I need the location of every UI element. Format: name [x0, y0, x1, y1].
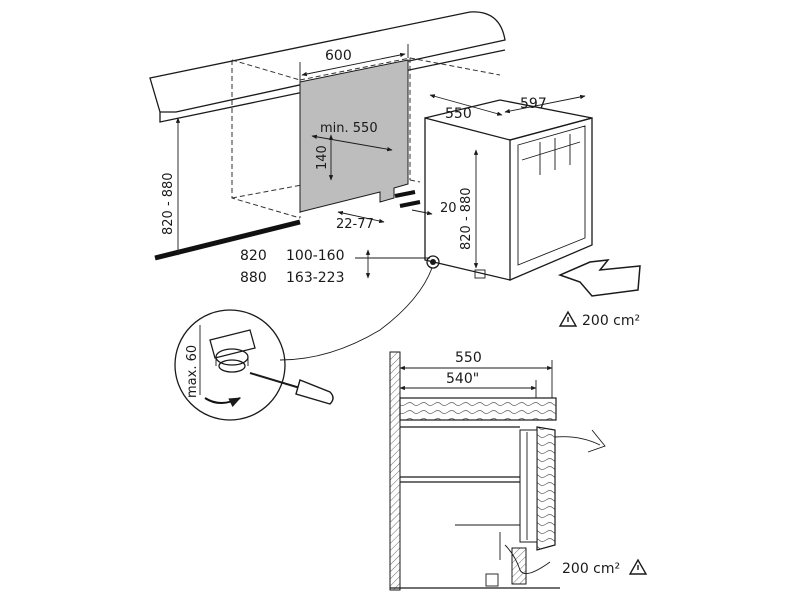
foot-row2-height: 880 [240, 270, 267, 286]
appliance-foot-core [430, 259, 436, 265]
appliance-front [509, 117, 593, 281]
niche-width-label: 600 [325, 48, 352, 64]
section-depth-label: 550 [455, 350, 482, 366]
section-foot [485, 573, 499, 587]
screwdriver-icon [249, 372, 334, 405]
appliance-width-dim [504, 94, 586, 114]
door-hinges [539, 134, 571, 175]
section-view [389, 351, 648, 591]
foot-row2-range: 163-223 [286, 270, 345, 286]
offset-label: 20 [440, 201, 457, 216]
appliance [424, 94, 593, 281]
foot-detail [174, 309, 334, 421]
vent-area-top-label: 200 cm² [582, 313, 640, 329]
plinth-gap-label: 22-77 [336, 217, 374, 232]
min-depth-dim [311, 134, 393, 152]
appliance-width-label: 597 [520, 96, 547, 112]
appliance-foot [426, 255, 440, 269]
detail-leader [279, 267, 433, 361]
appliance-depth-label: 550 [445, 106, 472, 122]
plinth-marks [394, 190, 421, 208]
airflow-arrow-icon [557, 259, 641, 297]
section-inner-label: 540" [446, 371, 479, 387]
floor-plinth [154, 219, 301, 261]
foot-max-label: max. 60 [185, 345, 200, 398]
appliance-height-label: 820 - 880 [459, 187, 474, 250]
niche-width-dim [301, 52, 406, 77]
isometric-view [149, 11, 641, 361]
air-in-arrow [504, 544, 551, 575]
foot-row1-height: 820 [240, 248, 267, 264]
detail-circle [174, 309, 286, 421]
warning-triangle-icon [628, 558, 648, 575]
rear-foot [474, 269, 486, 279]
back-panel [299, 59, 409, 213]
rotate-arrow [204, 397, 242, 408]
worktop-section [399, 397, 557, 421]
foot-plate [209, 329, 256, 359]
warning-triangle-icon [558, 310, 578, 327]
appliance-door [517, 125, 586, 266]
foot-row1-range: 100-160 [286, 248, 345, 264]
appliance-door-inner [519, 429, 538, 543]
foot-sides [215, 357, 249, 366]
door-handle-bar [521, 141, 581, 161]
niche-back-line [409, 57, 501, 183]
plinth-gap-dim [337, 210, 385, 224]
vent-area-bottom-label: 200 cm² [562, 561, 620, 577]
appliance-depth-dim [429, 94, 503, 116]
air-out-tip [587, 429, 606, 453]
foot-base [218, 359, 246, 373]
vent-height-label: 140 [315, 145, 330, 170]
air-out-arrow [554, 436, 601, 446]
niche-height-label: 820 - 880 [161, 172, 176, 235]
offset-dim [411, 209, 433, 216]
wall-section [389, 351, 401, 591]
worktop-outline [149, 11, 506, 113]
door-section [536, 426, 556, 551]
min-depth-label: min. 550 [320, 121, 378, 136]
